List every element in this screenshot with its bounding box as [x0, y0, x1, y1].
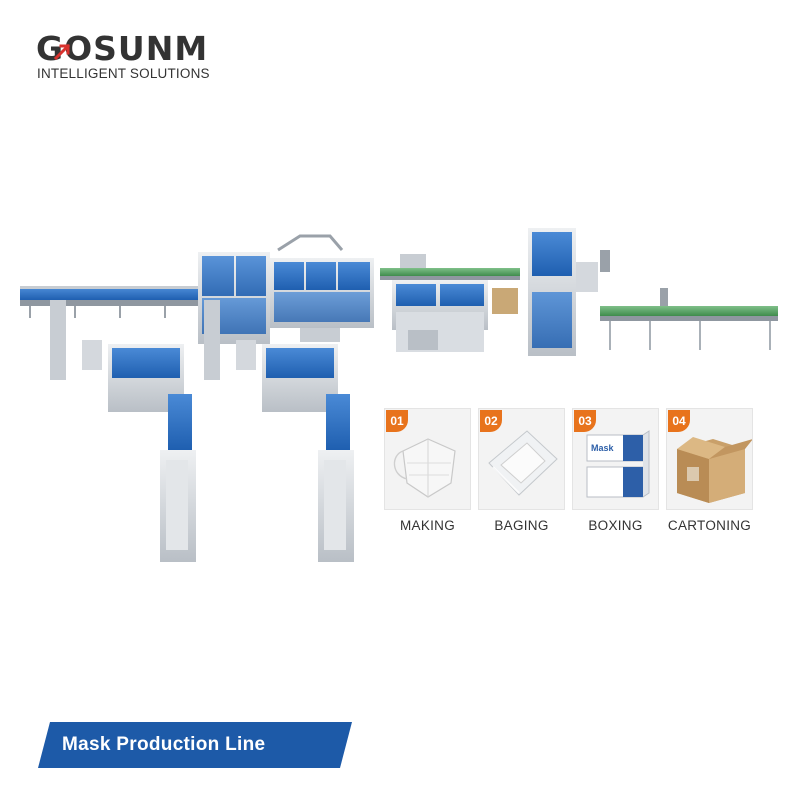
- banner-title: Mask Production Line: [62, 734, 266, 755]
- mask-box-icon: [586, 430, 650, 498]
- bagged-mask-icon: [488, 430, 558, 496]
- infeed-conveyor: [20, 286, 198, 318]
- mask-icon: [393, 438, 456, 498]
- boxing-tower: [528, 228, 610, 356]
- production-line-illustration: [20, 228, 778, 562]
- step-boxing: 03 Mask BOXING: [572, 408, 659, 533]
- material-feeder-1: [160, 394, 196, 562]
- company-logo: GOSUNM INTELLIGENT SOLUTIONS: [36, 30, 236, 82]
- logo-arrow-icon: [54, 43, 71, 60]
- title-banner: Mask Production Line: [38, 722, 352, 768]
- step-making: 01 MAKING: [384, 408, 471, 533]
- carton-icon: [677, 437, 752, 503]
- step-label: MAKING: [399, 518, 456, 533]
- step-number: 03: [574, 410, 596, 432]
- box-label: Mask: [591, 443, 614, 453]
- step-label: BOXING: [588, 518, 643, 533]
- step-card: 04: [666, 408, 753, 510]
- outfeed-conveyor: [600, 288, 778, 350]
- mask-forming-unit: [198, 234, 374, 344]
- step-number: 02: [480, 410, 502, 432]
- step-label: CARTONING: [667, 518, 752, 533]
- bagging-machine: [392, 280, 518, 352]
- step-card: 01: [384, 408, 471, 510]
- process-steps: 01 MAKING 02 BAGING 03: [384, 408, 764, 538]
- logo-tagline: INTELLIGENT SOLUTIONS: [37, 66, 210, 81]
- step-label: BAGING: [494, 518, 549, 533]
- ear-loop-welder-1: [50, 300, 184, 412]
- transfer-conveyor: [380, 254, 520, 280]
- banner-shape: [38, 722, 352, 768]
- material-feeder-2: [318, 394, 354, 562]
- step-card: 02: [478, 408, 565, 510]
- step-baging: 02 BAGING: [478, 408, 565, 533]
- step-number: 01: [386, 410, 408, 432]
- step-card: 03 Mask: [572, 408, 659, 510]
- step-cartoning: 04 CARTONING: [666, 408, 753, 533]
- step-number: 04: [668, 410, 690, 432]
- ear-loop-welder-2: [204, 300, 338, 412]
